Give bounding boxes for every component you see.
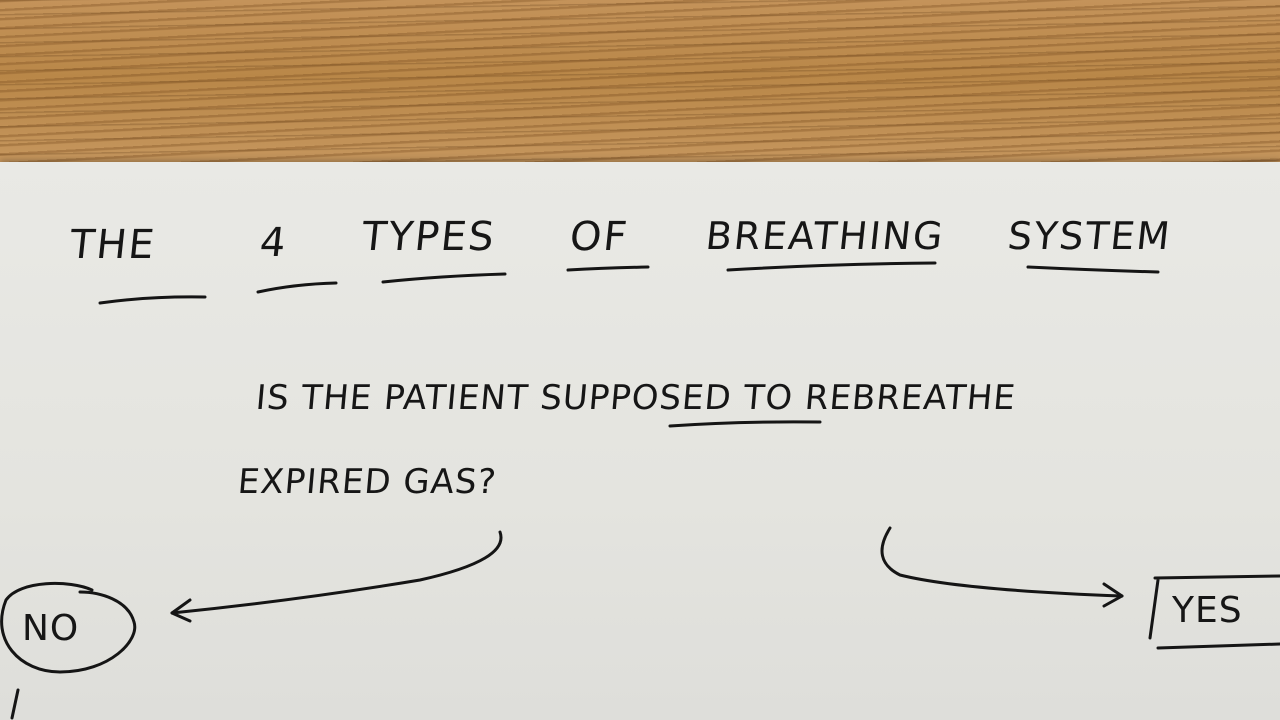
box-yes xyxy=(1148,574,1280,650)
paper-sheet xyxy=(0,162,1280,720)
underline-types xyxy=(381,272,507,284)
underline-system xyxy=(1026,265,1160,274)
stroke-below-no xyxy=(10,688,20,720)
arrowhead-yes xyxy=(1102,582,1124,608)
answer-no: NO xyxy=(22,608,80,649)
arrow-to-no xyxy=(170,530,503,615)
arrowhead-no xyxy=(170,598,192,623)
answer-yes: YES xyxy=(1172,590,1243,631)
circle-no xyxy=(0,581,137,674)
underline-4 xyxy=(256,281,338,294)
underline-breathing xyxy=(726,261,937,272)
underline-of xyxy=(566,265,650,272)
underline-supposed xyxy=(668,420,822,428)
wooden-desk xyxy=(0,0,1280,170)
underline-the xyxy=(98,295,207,305)
arrow-to-yes xyxy=(880,526,1124,598)
